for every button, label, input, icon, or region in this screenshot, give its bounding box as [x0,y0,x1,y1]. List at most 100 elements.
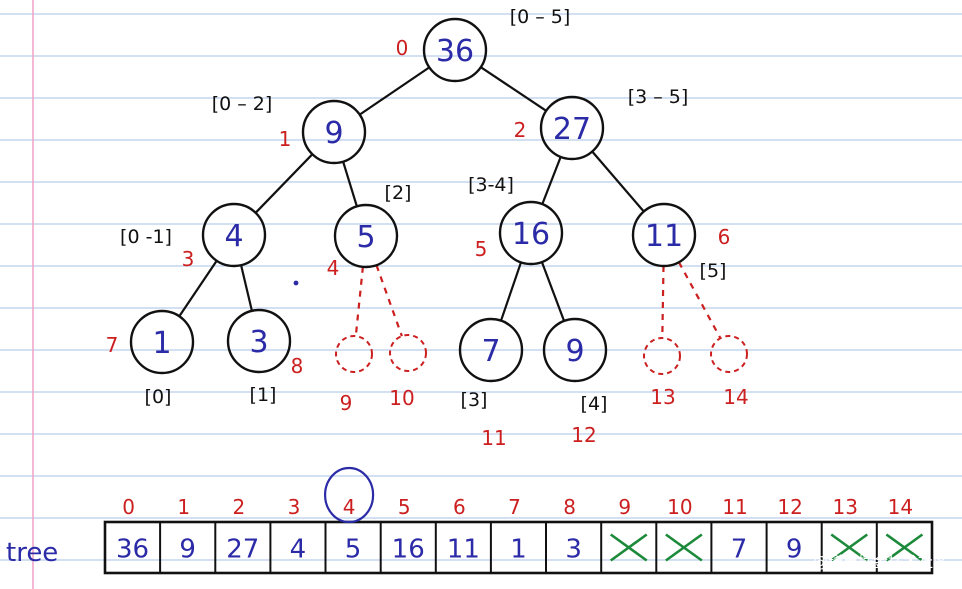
array-cell-value: 4 [290,535,307,565]
node-index-label: 4 [327,256,340,280]
array-cell-value: 16 [392,535,425,565]
node-circle [333,203,399,269]
node-index-label: 9 [340,391,353,415]
node-value: 16 [512,217,550,252]
tree-node: 3 [226,308,292,374]
node-index-label: 1 [279,127,292,151]
array-index-label: 6 [453,495,466,519]
empty-node-circle [335,335,373,373]
tree-edge [499,261,523,322]
node-circle [129,309,195,375]
tree-edge [359,66,430,116]
tree-node: 27 [539,95,605,161]
empty-node-circle [710,335,748,373]
tree-node: 16 [498,200,564,266]
node-range-label: [0 – 5] [510,6,571,28]
cross-stroke [830,533,869,562]
empty-cell-cross-icon [609,533,648,562]
tree-node: 9 [301,99,367,165]
array-index-label: 0 [122,495,135,519]
node-value: 4 [224,219,243,254]
node-index-label: 10 [389,386,414,410]
tree-node [389,334,427,372]
node-circle [422,17,488,83]
node-value: 27 [553,112,591,147]
node-value: 11 [645,219,683,254]
array-cell-value: 9 [786,535,803,565]
tree-edges [178,66,722,339]
array-index-label: 11 [722,495,747,519]
node-index-label: 8 [291,354,304,378]
node-circle [542,317,608,383]
watermark-text: @稀土掘金技术社区 [813,553,948,571]
empty-edge [354,266,364,337]
empty-edge [677,261,722,339]
tree-node [335,335,373,373]
tree-edge [541,156,562,205]
tree-edge [540,261,566,322]
array-label: tree [6,538,58,568]
node-index-label: 7 [106,333,119,357]
node-value: 7 [481,334,500,369]
array-cell-value: 7 [731,535,748,565]
node-index-label: 6 [718,225,731,249]
array-index-label: 7 [508,495,521,519]
empty-cell-cross-icon [665,533,703,562]
cross-stroke [885,533,924,562]
node-index-label: 11 [481,426,506,450]
node-index-label: 12 [571,423,596,447]
array-index-label: 13 [833,495,858,519]
array-index-label: 3 [288,495,301,519]
tree-node: 5 [333,203,399,269]
tree-node: 36 [422,17,488,83]
array-cell-value: 36 [116,535,149,565]
array-cell-value: 5 [345,535,362,565]
node-circle [301,99,367,165]
tree-node: 7 [458,317,524,383]
tree-node: 9 [542,317,608,383]
tree-edge [178,260,218,317]
node-range-label: [0 – 2] [212,93,273,115]
array-cell-value: 3 [565,535,582,565]
array-index-label: 12 [777,495,802,519]
node-range-label: [3] [461,389,488,411]
highlight-circle [323,466,375,524]
node-index-label: 3 [182,247,195,271]
node-value: 9 [324,116,343,151]
tree-node [710,335,748,373]
node-range-label: [0 -1] [120,226,172,248]
node-range-label: [5] [700,260,727,282]
node-value: 5 [356,220,375,255]
array-index-label: 4 [343,495,356,519]
node-index-label: 2 [514,118,527,142]
tree-edge [254,153,314,214]
empty-cell-cross-icon [885,533,924,562]
node-index-label: 14 [723,385,748,409]
empty-cell-cross-icon [830,533,869,562]
node-range-label: [1] [250,384,277,406]
empty-node-circle [389,334,427,372]
empty-edge [661,265,665,339]
tree-node: 11 [631,202,697,268]
array-index-label: 1 [177,495,190,519]
cross-stroke [665,533,703,562]
node-circle [226,308,292,374]
node-value: 3 [249,325,268,360]
node-circle [201,202,267,268]
array-cell-value: 9 [179,535,196,565]
array-cell-value: 11 [447,535,480,565]
tree-node: 4 [201,202,267,268]
empty-node-circle [643,337,681,375]
tree-node: 1 [129,309,195,375]
tree-edge [591,150,645,213]
node-circle [631,202,697,268]
array-index-label: 5 [398,495,411,519]
node-circle [458,317,524,383]
node-index-label: 5 [475,237,488,261]
array-index-label: 9 [618,495,631,519]
tree-edge [240,264,253,312]
node-circle [498,200,564,266]
array-index-label: 10 [667,495,692,519]
